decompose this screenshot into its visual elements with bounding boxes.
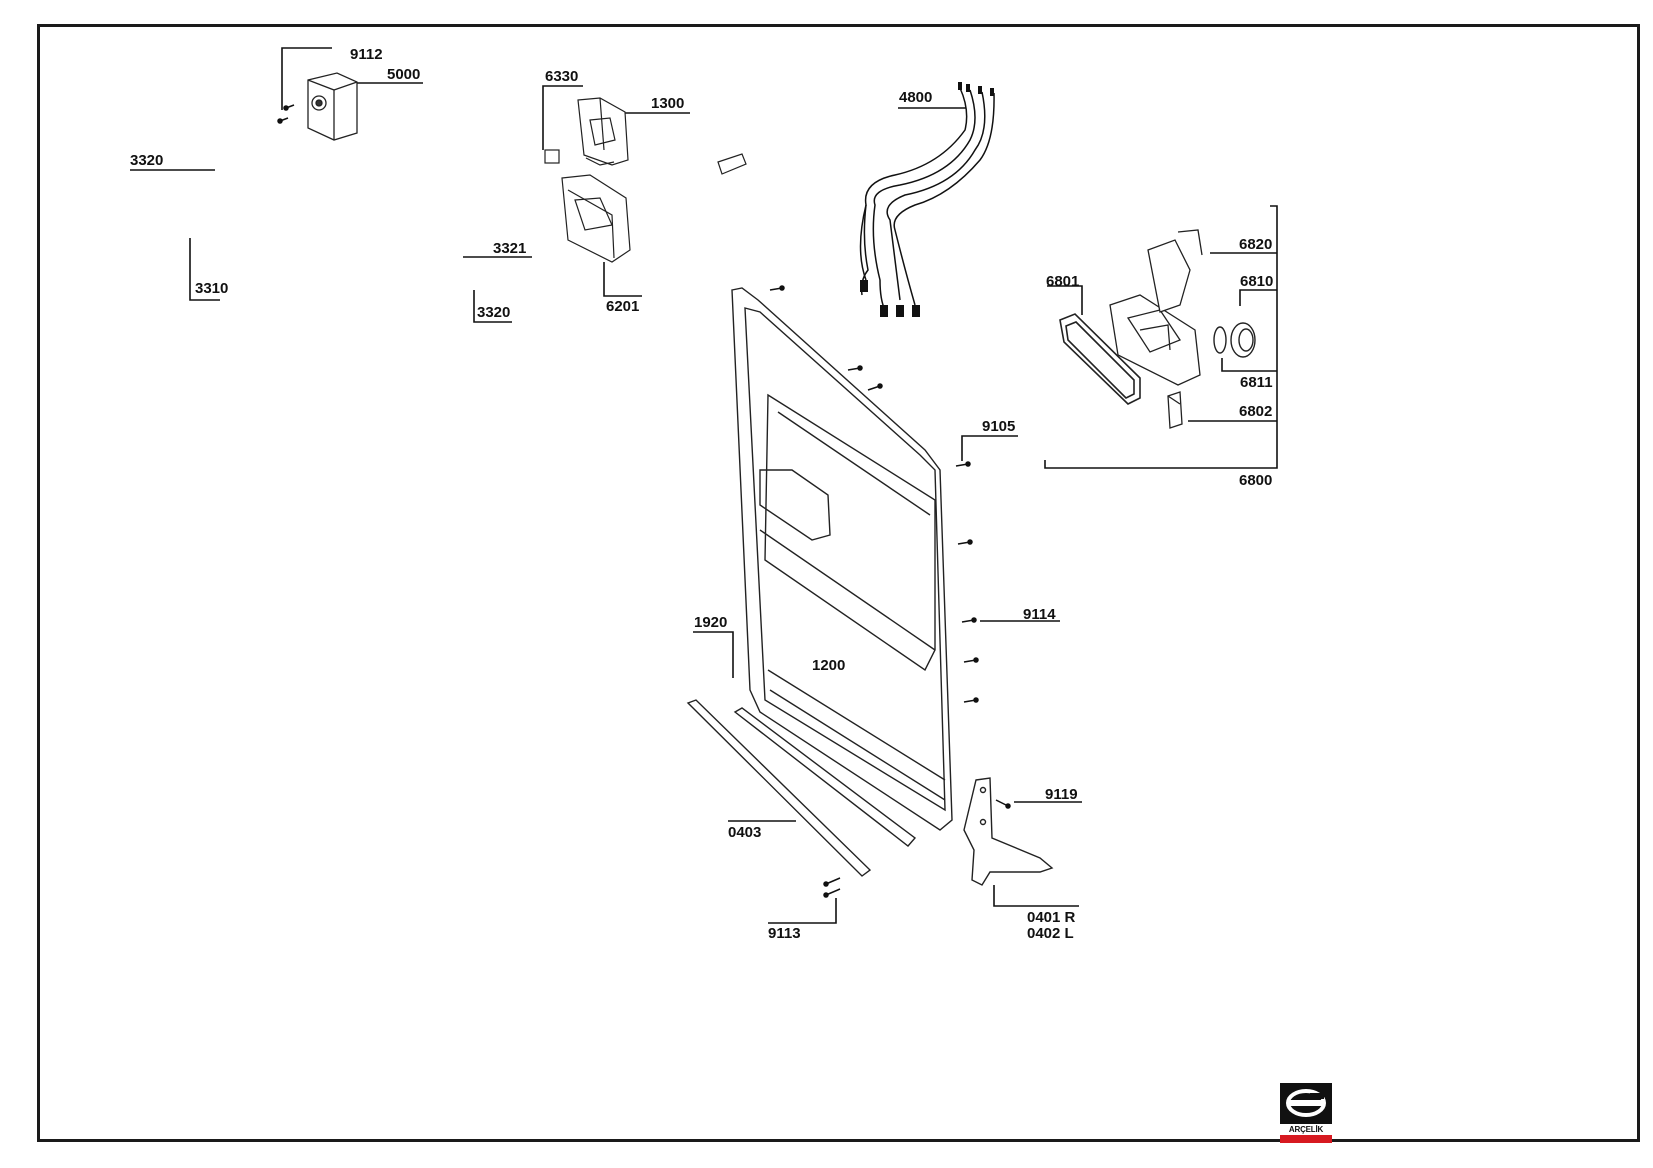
leader-6811 <box>1221 358 1277 372</box>
label-1200: 1200 <box>812 657 846 674</box>
label-6811: 6811 <box>1240 374 1273 391</box>
part-5000 <box>307 72 358 141</box>
leader-3320b <box>473 290 512 323</box>
harness-connectors <box>860 82 994 317</box>
drawing-frame <box>37 24 1640 1142</box>
label-3321: 3321 <box>493 240 527 257</box>
label-9114: 9114 <box>1023 606 1056 623</box>
arcelik-logo-text: ARÇELİK <box>1288 1125 1324 1134</box>
leader-1920 <box>693 631 734 678</box>
label-6330: 6330 <box>545 68 579 85</box>
screws-9113 <box>823 877 841 898</box>
label-6201: 6201 <box>606 298 640 315</box>
label-9112: 9112 <box>350 46 383 63</box>
label-1920: 1920 <box>694 614 728 631</box>
part-6800-body <box>1109 294 1201 386</box>
part-6201 <box>561 174 631 263</box>
label-0403: 0403 <box>728 824 762 841</box>
leader-6330 <box>542 85 583 150</box>
label-6801: 6801 <box>1046 273 1080 290</box>
leader-9105 <box>961 435 1018 461</box>
label-3320-center: 3320 <box>477 304 511 321</box>
label-4800: 4800 <box>899 89 933 106</box>
leader-6800-bracket <box>1044 205 1278 469</box>
label-6820: 6820 <box>1239 236 1273 253</box>
part-pin <box>717 153 747 175</box>
label-6810: 6810 <box>1240 273 1274 290</box>
part-6810-cap <box>1230 322 1256 358</box>
leader-3310 <box>189 238 220 301</box>
label-6802: 6802 <box>1239 403 1273 420</box>
arcelik-logo-bar <box>1280 1135 1332 1143</box>
label-0402-l: 0402 L <box>1027 925 1074 942</box>
part-0403-plate <box>686 699 872 877</box>
arcelik-logo: ARÇELİK <box>1280 1083 1332 1143</box>
part-6811-ring <box>1213 326 1227 354</box>
part-1200-door <box>731 287 953 831</box>
arcelik-logo-icon <box>1280 1083 1332 1124</box>
part-6820-lid <box>1147 229 1203 313</box>
leader-9112 <box>281 47 332 110</box>
part-1300 <box>577 97 629 166</box>
screws-9112 <box>277 104 295 124</box>
part-1920-strip <box>733 707 917 847</box>
label-3320-left: 3320 <box>130 152 164 169</box>
label-0401-r: 0401 R <box>1027 909 1076 926</box>
label-9113: 9113 <box>768 925 801 942</box>
part-6330 <box>544 149 560 164</box>
label-5000: 5000 <box>387 66 421 83</box>
leader-6801 <box>1047 285 1083 315</box>
label-6800: 6800 <box>1239 472 1273 489</box>
label-1300: 1300 <box>651 95 685 112</box>
part-6801-gasket <box>1059 313 1141 405</box>
leader-6810 <box>1239 289 1277 306</box>
part-0401-hinge <box>963 777 1054 886</box>
leader-0401 <box>993 885 1079 907</box>
leader-6201 <box>603 262 642 297</box>
part-6802-switch <box>1167 391 1183 429</box>
label-9105: 9105 <box>982 418 1016 435</box>
door-screws <box>769 285 1013 853</box>
part-4800-harness <box>859 87 995 311</box>
label-9119: 9119 <box>1045 786 1078 803</box>
leader-9113 <box>768 898 837 924</box>
label-3310: 3310 <box>195 280 229 297</box>
